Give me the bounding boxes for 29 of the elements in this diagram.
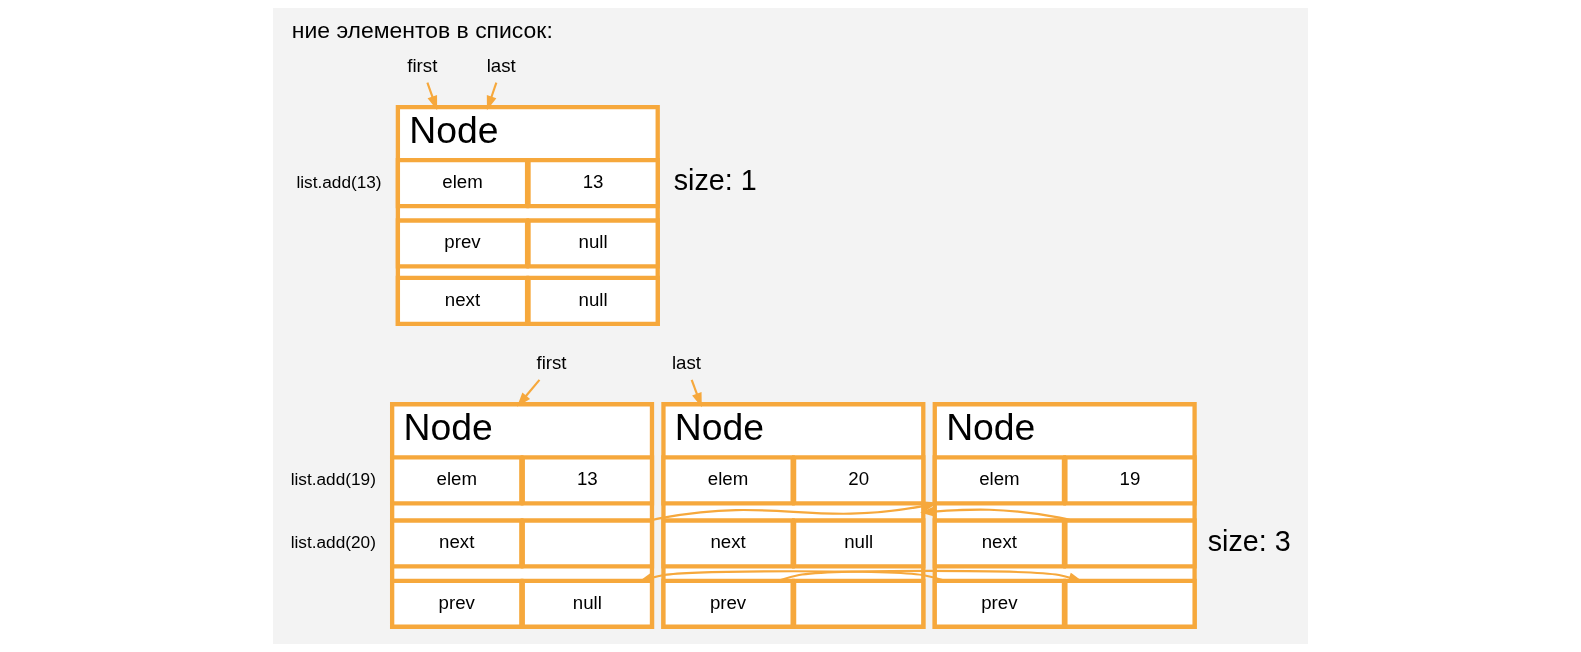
node-text: last (486, 54, 516, 76)
node-box: prev (932, 578, 1067, 629)
node-box: 19 (1063, 455, 1197, 506)
arrow (517, 379, 541, 407)
arrow (920, 506, 1073, 522)
label: list.add(19) (290, 468, 376, 489)
node-box: null (526, 218, 660, 269)
node-text: first (407, 54, 438, 76)
node-box (1063, 518, 1197, 569)
node-box: 13 (526, 158, 660, 209)
node-text: last (671, 351, 701, 373)
node-box: null (526, 275, 660, 326)
node-box: prev (661, 578, 795, 629)
label: size: 3 (1207, 524, 1291, 557)
label: list.add(13) (296, 171, 382, 192)
node-box: next (932, 518, 1067, 569)
diagram-title: ние элементов в список: (291, 16, 553, 43)
node-box: next (661, 518, 795, 569)
arrow (426, 82, 438, 111)
label: size: 1 (673, 164, 757, 197)
node-box: elem (661, 455, 795, 506)
node-box (1063, 578, 1197, 629)
arrow (690, 379, 702, 408)
node-box: null (520, 578, 655, 629)
label: list.add(20) (290, 531, 376, 552)
node-box: 13 (520, 455, 655, 506)
node-box (520, 518, 655, 569)
node-text: first (536, 351, 567, 373)
node-box: 20 (791, 455, 926, 506)
